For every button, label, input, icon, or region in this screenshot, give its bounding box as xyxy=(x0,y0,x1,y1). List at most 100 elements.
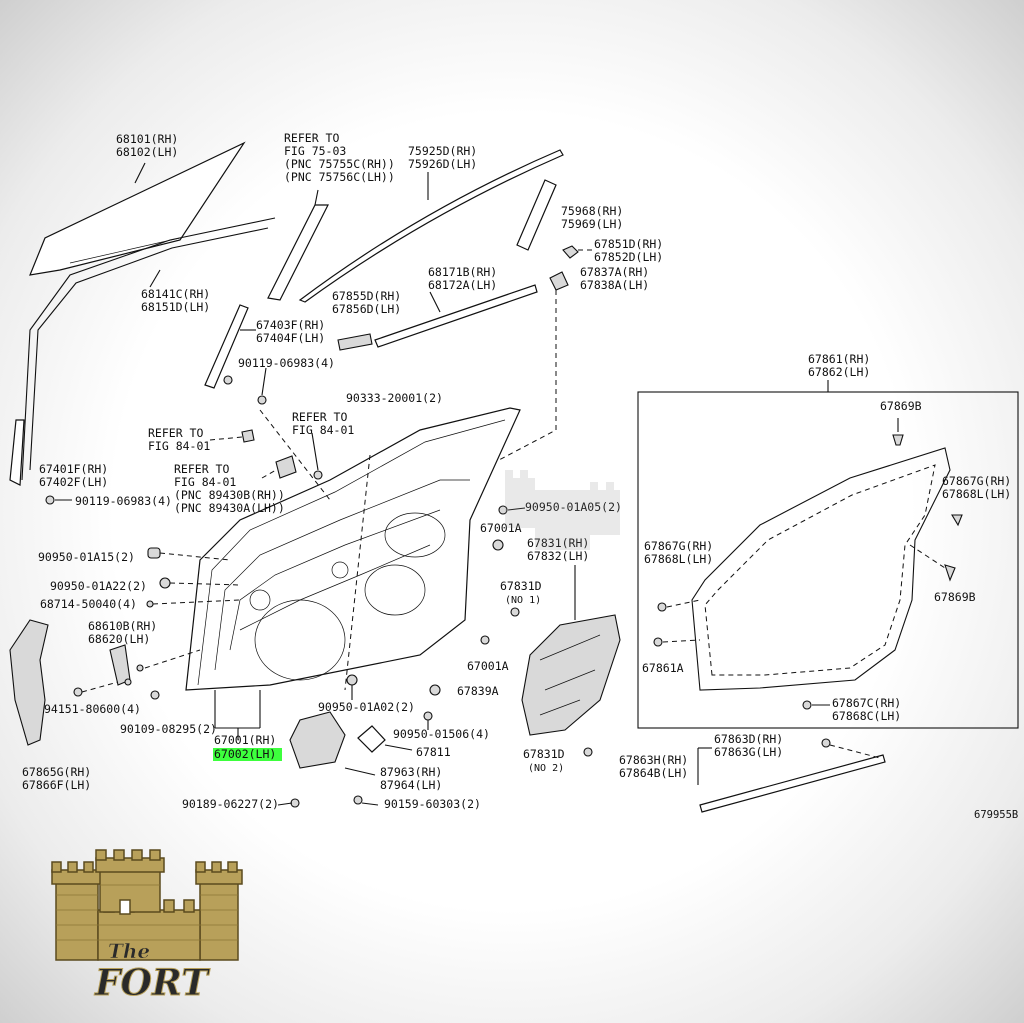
ref-75-line4: (PNC 75756C(LH)) xyxy=(284,170,395,184)
label-67865: 67865G(RH) xyxy=(22,765,91,779)
ref-84a-line2: FIG 84-01 xyxy=(148,439,210,453)
label-67861a: 67861A xyxy=(642,661,684,675)
label-67867g-a: 67867G(RH) xyxy=(942,474,1011,488)
label-90950a05: 90950-01A05(2) xyxy=(525,500,622,514)
bolt-part[interactable] xyxy=(146,600,154,608)
label-68610: 68610B(RH) xyxy=(88,619,157,633)
sill-weatherstrip-part[interactable] xyxy=(699,754,886,813)
label-67861: 67861(RH) xyxy=(808,352,870,366)
clip-part[interactable] xyxy=(562,245,579,259)
highlight-67002 xyxy=(213,748,282,761)
label-75969: 75969(LH) xyxy=(561,217,623,231)
ref-84c-line2: FIG 84-01 xyxy=(174,475,236,489)
bolt-part[interactable] xyxy=(290,798,300,808)
logo-text-fort: FORT xyxy=(94,962,210,1004)
hinge-part[interactable] xyxy=(109,644,144,686)
door-shell-part[interactable] xyxy=(185,407,521,691)
belt-moulding-part[interactable] xyxy=(374,284,538,348)
clip-part[interactable] xyxy=(159,577,171,589)
label-67868l-a: 67868L(LH) xyxy=(942,487,1011,501)
door-weatherstrip-part[interactable] xyxy=(691,447,951,691)
bolt-part[interactable] xyxy=(45,495,55,505)
bolt-part[interactable] xyxy=(353,795,363,805)
label-68172: 68172A(LH) xyxy=(428,278,497,292)
bolt-part[interactable] xyxy=(346,674,358,686)
label-67869b-1: 67869B xyxy=(880,399,922,413)
label-68141: 68141C(RH) xyxy=(141,287,210,301)
clip-part[interactable] xyxy=(147,547,161,559)
bolt-part[interactable] xyxy=(150,690,160,700)
label-75968: 75968(RH) xyxy=(561,204,623,218)
label-67863h: 67863H(RH) xyxy=(619,753,688,767)
bolt-part[interactable] xyxy=(313,470,323,480)
clip-part[interactable] xyxy=(492,539,504,551)
connector-part[interactable] xyxy=(241,429,255,443)
label-67401: 67401F(RH) xyxy=(39,462,108,476)
rear-sash-part[interactable] xyxy=(267,204,329,301)
label-90119b: 90119-06983(4) xyxy=(75,494,172,508)
clip-part[interactable] xyxy=(653,637,663,647)
bolt-part[interactable] xyxy=(223,375,233,385)
lower-channel-part[interactable] xyxy=(9,419,25,486)
label-67856: 67856D(LH) xyxy=(332,302,401,316)
label-67002: 67002(LH) xyxy=(214,747,276,761)
label-90109: 90109-08295(2) xyxy=(120,722,217,736)
label-67404: 67404F(LH) xyxy=(256,331,325,345)
label-67868c: 67868C(LH) xyxy=(832,709,901,723)
bracket-part[interactable] xyxy=(549,271,569,291)
label-67864b: 67864B(LH) xyxy=(619,766,688,780)
label-68101: 68101(RH) xyxy=(116,132,178,146)
clip-part[interactable] xyxy=(821,738,831,748)
clip-part[interactable] xyxy=(944,564,956,582)
lock-cover-part[interactable] xyxy=(289,711,346,769)
door-glass-part[interactable] xyxy=(29,141,246,276)
clip-part[interactable] xyxy=(802,700,812,710)
label-68151: 68151D(LH) xyxy=(141,300,210,314)
label-90189: 90189-06227(2) xyxy=(182,797,279,811)
label-67866: 67866F(LH) xyxy=(22,778,91,792)
label-75925: 75925D(RH) xyxy=(408,144,477,158)
clip-part[interactable] xyxy=(583,747,593,757)
label-90950a22: 90950-01A22(2) xyxy=(50,579,147,593)
label-67862: 67862(LH) xyxy=(808,365,870,379)
clip-part[interactable] xyxy=(657,602,667,612)
clip-part[interactable] xyxy=(510,607,520,617)
label-67811: 67811 xyxy=(416,745,451,759)
label-67863g: 67863G(LH) xyxy=(714,745,783,759)
clip-part[interactable] xyxy=(429,684,441,696)
label-no1: (NO 1) xyxy=(505,595,541,606)
label-94151: 94151-80600(4) xyxy=(44,702,141,716)
label-67868l-b: 67868L(LH) xyxy=(644,552,713,566)
label-90119a: 90119-06983(4) xyxy=(238,356,335,370)
label-90333: 90333-20001(2) xyxy=(346,391,443,405)
module-part[interactable] xyxy=(275,455,297,479)
clip-part[interactable] xyxy=(892,434,904,446)
label-67001a-2: 67001A xyxy=(467,659,509,673)
door-lower-cover-part[interactable] xyxy=(9,619,49,746)
label-87963: 87963(RH) xyxy=(380,765,442,779)
ref-84a-line1: REFER TO xyxy=(148,426,203,440)
seal-part[interactable] xyxy=(357,725,386,753)
pillar-garnish-part[interactable] xyxy=(516,179,557,251)
label-90950b06: 90950-01506(4) xyxy=(393,727,490,741)
ref-84b-line2: FIG 84-01 xyxy=(292,423,354,437)
ref-75-line1: REFER TO xyxy=(284,131,339,145)
label-67863d: 67863D(RH) xyxy=(714,732,783,746)
bolt-part[interactable] xyxy=(257,395,267,405)
bolt-part[interactable] xyxy=(73,687,83,697)
label-67832: 67832(LH) xyxy=(527,549,589,563)
clip-part[interactable] xyxy=(951,514,963,527)
glass-run-part[interactable] xyxy=(21,217,276,481)
clip-part[interactable] xyxy=(423,711,433,721)
bolt-part[interactable] xyxy=(498,505,508,515)
label-90950a02: 90950-01A02(2) xyxy=(318,700,415,714)
division-bar-part[interactable] xyxy=(204,304,249,389)
label-68171: 68171B(RH) xyxy=(428,265,497,279)
label-67403: 67403F(RH) xyxy=(256,318,325,332)
inner-panel-part[interactable] xyxy=(521,614,621,736)
watermark-castle xyxy=(505,470,620,550)
clip-part[interactable] xyxy=(480,635,490,645)
upper-moulding-part[interactable] xyxy=(298,149,564,303)
weatherstrip-end-part[interactable] xyxy=(337,333,373,351)
